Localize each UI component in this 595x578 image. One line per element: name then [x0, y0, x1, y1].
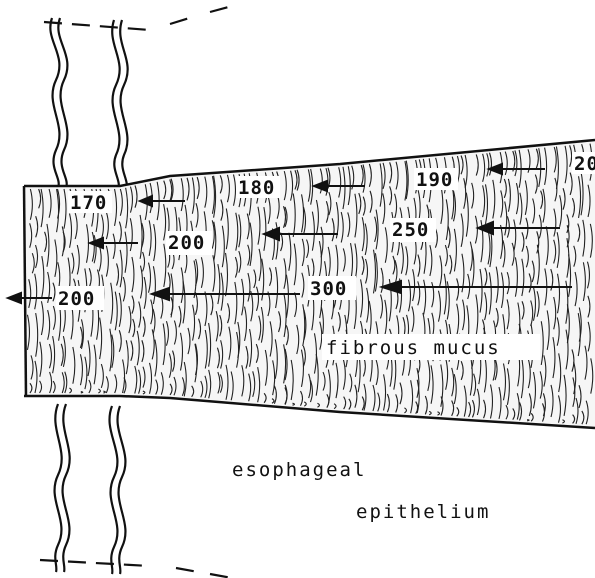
tube-wall-right-bottom	[109, 406, 117, 574]
tube-wall-right-top-inner	[120, 20, 127, 190]
epithelium-label-line1: esophageal	[232, 459, 366, 481]
tube-wall-right-bottom-inner	[117, 406, 125, 574]
velocity-label-200-upper: 200	[168, 232, 205, 254]
epithelium-label-line2: epithelium	[356, 501, 490, 523]
velocity-label-20: 20	[574, 153, 595, 175]
top-dashed-edge	[44, 6, 232, 30]
velocity-label-190: 190	[416, 169, 453, 191]
fibrous-mucus-label: fibrous mucus	[326, 337, 501, 359]
velocity-label-200-lower: 200	[58, 288, 95, 310]
tube-walls-bottom	[40, 404, 232, 578]
bottom-dashed-edge	[40, 560, 232, 578]
velocity-label-300: 300	[310, 278, 347, 300]
velocity-label-180: 180	[238, 177, 275, 199]
velocity-label-170: 170	[70, 192, 107, 214]
tube-wall-left-top-inner	[58, 18, 67, 188]
velocity-label-250: 250	[392, 219, 429, 241]
arrow-row3-a-head	[8, 293, 21, 303]
tube-wall-left-bottom	[55, 404, 62, 572]
tube-wall-left-top	[50, 18, 59, 188]
tube-wall-right-top	[112, 20, 119, 190]
tube-walls-top	[44, 6, 232, 190]
tube-wall-left-bottom-inner	[63, 404, 70, 572]
